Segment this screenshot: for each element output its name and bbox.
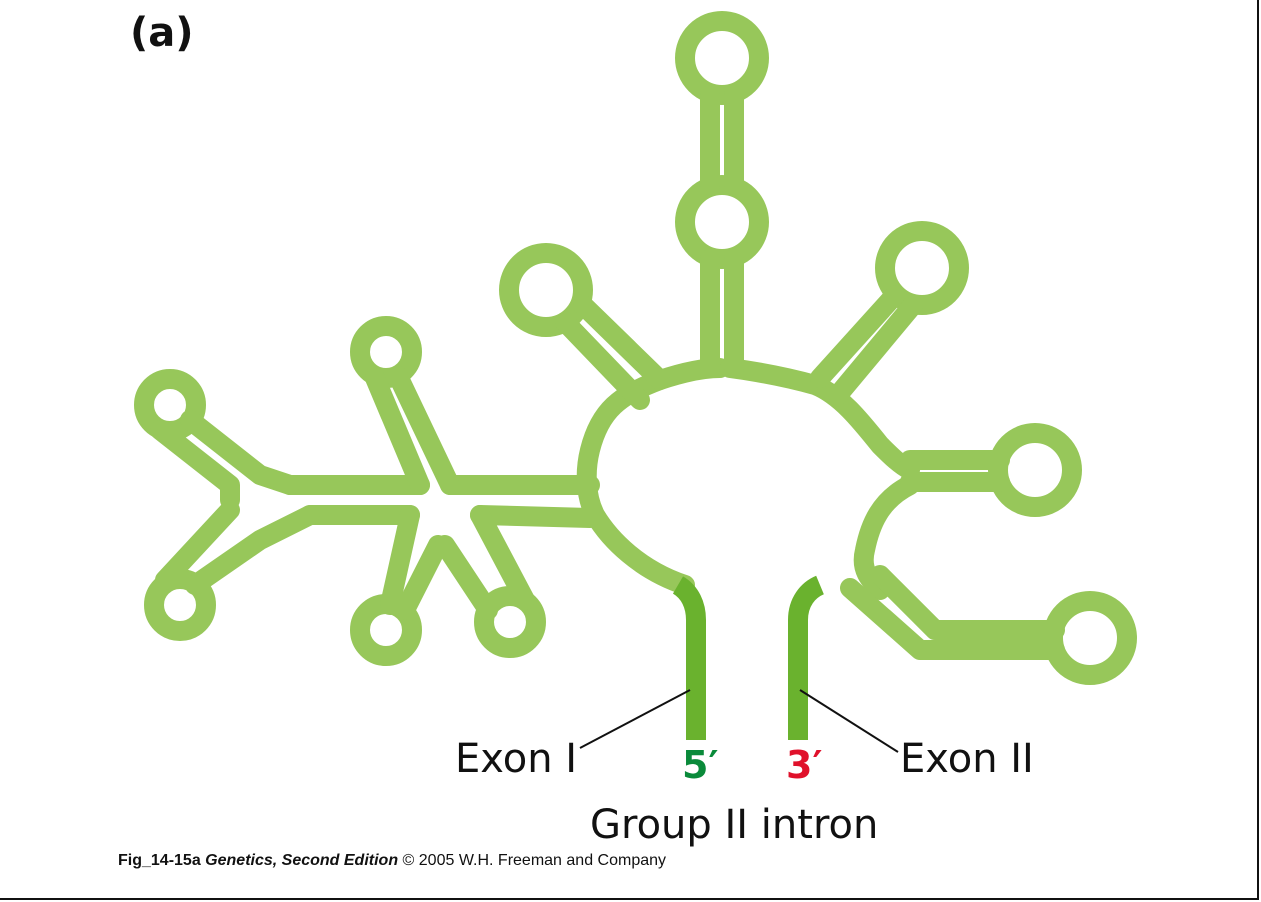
bottom-inner-stem-a [395, 535, 448, 620]
three-prime-label: 3′ [786, 743, 822, 787]
caption-copyright: © 2005 W.H. Freeman and Company [402, 852, 667, 869]
exon-i-leader [579, 689, 691, 749]
upper-left-loop [499, 243, 593, 337]
intron-rna-structure [134, 11, 1137, 685]
lower-right-loop [1043, 591, 1137, 685]
five-prime-label: 5′ [682, 743, 718, 787]
bottom-inner-stem-b [435, 535, 498, 620]
bottom-right-loop [474, 586, 546, 658]
lower-right-stem-a [870, 565, 1065, 640]
exons [672, 575, 825, 740]
exon-ii-label: Exon II [900, 736, 1034, 782]
caption-book-title: Genetics, Second Edition [205, 852, 399, 869]
exon-i-label: Exon I [455, 736, 577, 782]
right-arc-lower [853, 475, 920, 600]
far-left-lower-stem-b [155, 500, 240, 590]
group-ii-intron-label: Group II intron [590, 802, 878, 848]
exon-i-strand [672, 576, 706, 740]
far-left-lower-loop [144, 569, 216, 641]
caption-fig-id: Fig_14-15a [118, 852, 201, 869]
top-loop [675, 11, 769, 105]
central-arc-left [576, 358, 730, 595]
exon-ii-strand [788, 575, 825, 740]
far-left-upper-stem-b [150, 420, 240, 510]
left-middle-loop [350, 316, 422, 388]
bottom-right-stem [470, 505, 535, 610]
upper-right-stem-a [810, 285, 905, 388]
upper-right-stem-b [828, 295, 923, 405]
figure-caption: Fig_14-15a Genetics, Second Edition © 20… [118, 852, 666, 870]
leader-lines [579, 689, 899, 753]
far-left-upper-stem-a [180, 410, 300, 495]
lower-right-stem-b [840, 578, 1065, 660]
left-middle-stem-a [388, 366, 460, 495]
upper-internal-loop [675, 175, 769, 269]
far-left-lower-stem-a [185, 505, 320, 595]
exon-ii-leader [799, 689, 899, 753]
bottom-left-stem [380, 505, 420, 615]
panel-label: (a) [130, 10, 194, 56]
upper-left-stem-b [573, 295, 670, 390]
left-lower-strand [470, 505, 600, 528]
left-middle-stem-b [365, 368, 430, 495]
right-loop [988, 423, 1082, 517]
upper-left-stem-a [555, 312, 650, 410]
